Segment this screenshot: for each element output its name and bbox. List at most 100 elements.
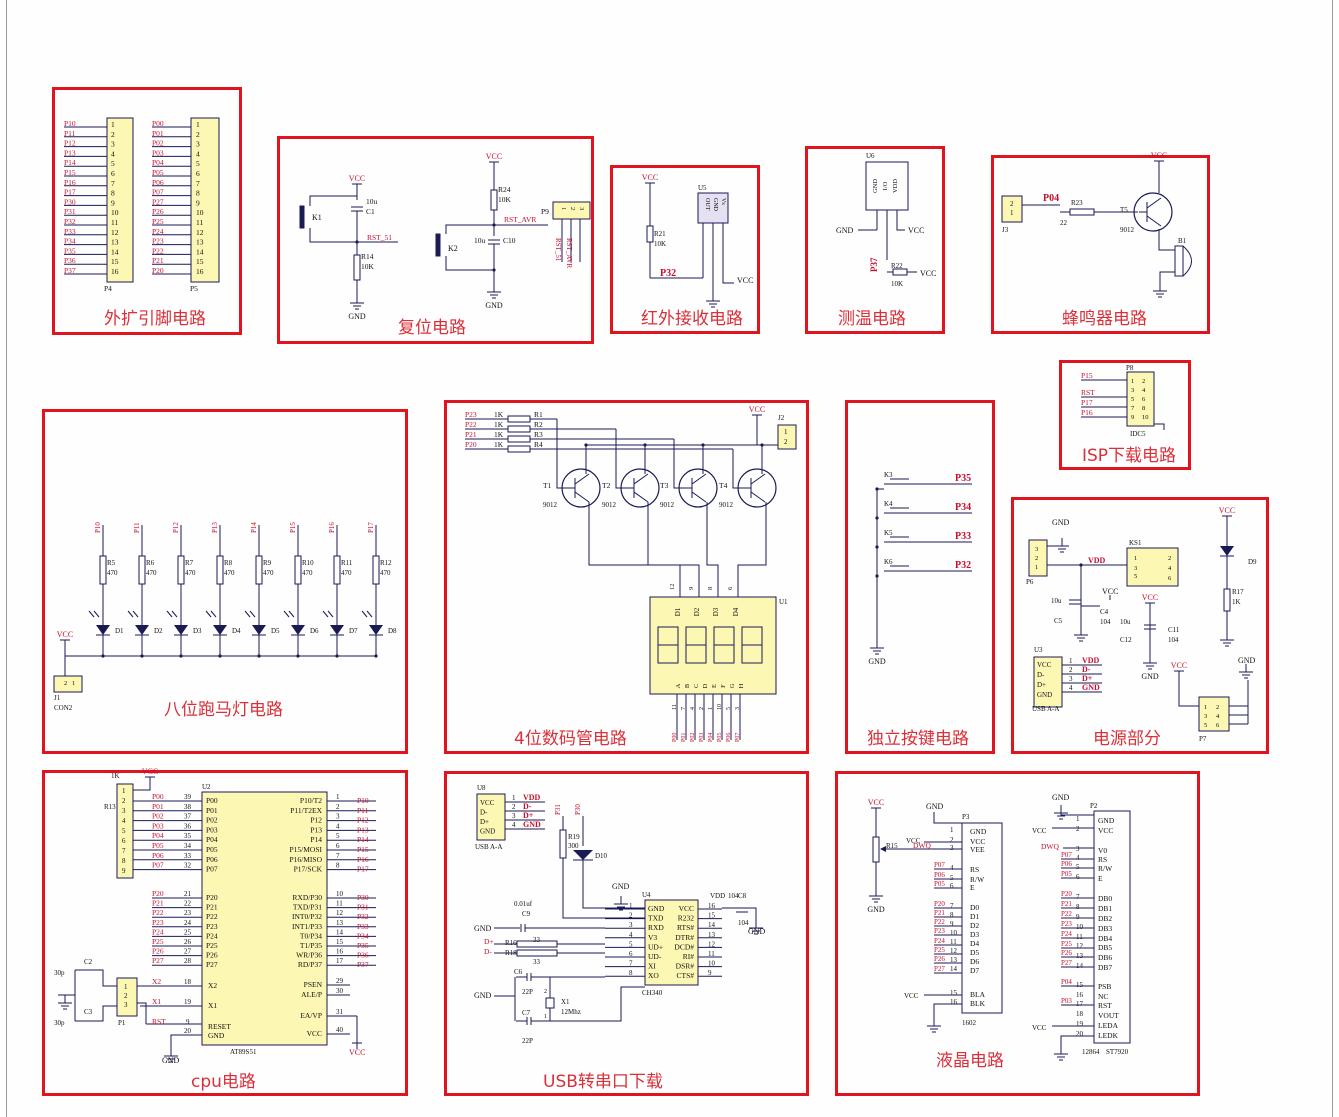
seg-digit-pin: 12 <box>669 584 676 591</box>
p2-pin-label: DB3 <box>1098 924 1112 933</box>
x1-crystal <box>545 997 555 1009</box>
c1-designator: C1 <box>366 207 375 216</box>
vdd-net: VDD <box>1088 556 1106 565</box>
b1-buzzer <box>1174 245 1184 277</box>
j2-header <box>777 424 797 450</box>
p5-net: P27 <box>152 197 164 206</box>
led-net: P10 <box>94 522 102 533</box>
p5-pin-number: 10 <box>196 208 204 217</box>
u2-pin-number: 37 <box>184 813 192 821</box>
u2-pin-label: EA/VP <box>300 1011 322 1020</box>
seg-transistor <box>620 468 660 508</box>
p2-net: P24 <box>1061 930 1072 938</box>
key-designator: K6 <box>884 558 893 566</box>
p8-part: IDC5 <box>1130 430 1146 438</box>
p2-net: P05 <box>1061 870 1072 878</box>
p8-net: RST <box>1081 388 1095 397</box>
u3-pin-number: 4 <box>1069 684 1073 692</box>
wire <box>562 858 645 919</box>
p3-pin-label: D0 <box>970 903 979 912</box>
d9-led <box>1220 546 1234 556</box>
p2-pin-number: 18 <box>1076 1010 1084 1018</box>
seg-res-designator: R3 <box>534 430 543 439</box>
u4-pin-number: 3 <box>629 921 633 929</box>
led-resistor <box>255 555 263 585</box>
seg-digit-pin: 6 <box>727 586 734 590</box>
vcc-label: VCC <box>868 798 884 807</box>
p4-pin-number: 13 <box>111 238 119 247</box>
title-cpu: cpu电路 <box>191 1072 256 1092</box>
u2-pin-number: 10 <box>336 890 344 898</box>
p7-header <box>1198 696 1230 732</box>
p3-pin-label: RS <box>970 865 979 874</box>
c2-value: 30p <box>54 969 65 977</box>
r21 <box>646 225 654 243</box>
u1-seg-pin: 1 <box>708 707 714 710</box>
vcc-label: VCC <box>1032 1024 1047 1032</box>
j1-pin: 1 <box>72 680 75 687</box>
p2-pin-number: 2 <box>1076 825 1080 833</box>
title-buzzer: 蜂鸣器电路 <box>1062 309 1147 329</box>
led-net: P16 <box>328 522 336 533</box>
p5-pin-number: 7 <box>196 179 200 188</box>
u1-seg-net: P04 <box>708 733 714 742</box>
c10-value: 10u <box>474 236 486 245</box>
cpu-net: P04 <box>152 831 164 840</box>
led-resistor <box>372 555 380 585</box>
cpu-net: P23 <box>152 918 164 927</box>
u3-pin-number: 1 <box>1069 657 1073 665</box>
led-net: P17 <box>367 522 375 533</box>
p8-net: P16 <box>1081 408 1093 417</box>
p5-pin-number: 11 <box>196 218 203 227</box>
u2-pin-label: X1 <box>208 1001 217 1010</box>
led-resistor <box>177 555 185 585</box>
u8-pin-number: 2 <box>512 803 516 811</box>
r23 <box>1069 208 1095 216</box>
section-ext-pins <box>52 87 242 335</box>
u4-ch340 <box>644 899 699 986</box>
j1-pin: 2 <box>64 680 67 687</box>
section-lcd <box>835 771 1200 1096</box>
u2-pin-label: P27 <box>206 960 218 969</box>
vcc-label: VCC <box>749 405 765 414</box>
led-resistor <box>99 555 107 585</box>
p8-pin: 10 <box>1142 414 1149 421</box>
p2-net: P27 <box>1061 959 1072 967</box>
p2-pin-number: 9 <box>1076 913 1080 921</box>
led-resistor-designator: R12 <box>380 559 392 567</box>
u1-seg-pin: 11 <box>672 704 678 710</box>
p2-pin-label: LEDA <box>1098 1021 1119 1030</box>
r18-value: 33 <box>533 958 541 966</box>
cpu-net: P11 <box>357 806 369 815</box>
p3-pin-number: 15 <box>950 989 958 997</box>
p6-pin: 2 <box>1035 555 1038 562</box>
p5-designator: P5 <box>190 284 198 293</box>
p2-net: P06 <box>1061 860 1072 868</box>
u4-designator: U4 <box>642 891 651 899</box>
c3-designator: C3 <box>84 1008 93 1016</box>
cpu-net: P12 <box>357 816 369 825</box>
led-ray <box>366 610 373 618</box>
u1-seg-net: P01 <box>681 733 687 742</box>
r24-value: 10K <box>498 195 512 204</box>
vcc-label: VCC <box>642 173 658 182</box>
u3-pin-number: 3 <box>1069 675 1073 683</box>
p2-lcd12864 <box>1093 810 1131 1044</box>
p3-pin-number: 14 <box>950 965 958 973</box>
wire <box>556 419 567 489</box>
gnd-label: GND <box>836 226 854 235</box>
seg-res-value: 1K <box>494 410 504 419</box>
vcc-label: VCC <box>1142 593 1158 602</box>
c5-value: 10u <box>1051 597 1062 605</box>
p4-net: P33 <box>64 227 76 236</box>
u6-pin-label: GND <box>872 179 879 193</box>
p6-header <box>1028 539 1048 577</box>
wire <box>748 907 757 920</box>
p2-ctrl: ST7920 <box>1106 1048 1129 1056</box>
u4-pin-label: RXD <box>648 923 664 932</box>
u4-pin-number: 16 <box>708 902 716 910</box>
led-ray <box>132 610 139 618</box>
u2-pin-label: P11/T2EX <box>290 806 322 815</box>
vdd-label: VDD <box>710 892 725 900</box>
